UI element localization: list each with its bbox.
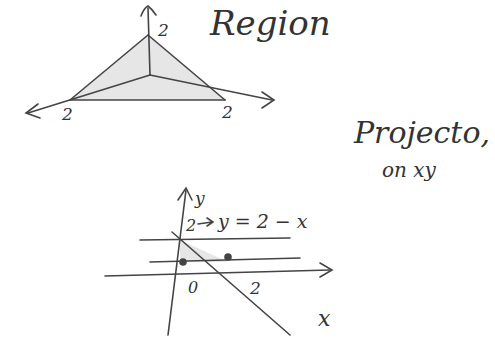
region-edge [70, 35, 148, 100]
sketch-label: Region [210, 6, 331, 40]
x-axis-3d [28, 75, 150, 113]
sketch-label: 2 [222, 104, 233, 121]
projection-shade [180, 240, 228, 262]
sketch-label: 0 [188, 280, 198, 296]
sketch-label: 2 [62, 106, 73, 123]
region-edge [148, 35, 225, 100]
y-axis-2d [168, 190, 186, 335]
y-arrowhead [262, 92, 274, 108]
region-shade [70, 35, 225, 100]
x-arrowhead [26, 104, 40, 118]
sketch-label: y = 2 − x [218, 212, 308, 231]
x-arrowhead-2d [320, 263, 332, 277]
dot [180, 259, 186, 265]
sketch-label: 2 [250, 280, 261, 297]
z-arrowhead [141, 6, 156, 16]
sketch-label: 2 [186, 218, 196, 234]
sketch-label: y [195, 190, 205, 207]
y-arrowhead-2d [178, 188, 192, 200]
dot [225, 254, 231, 260]
sketch-label: on xy [382, 160, 436, 180]
sketch-label: 2 [158, 22, 169, 39]
z-axis [148, 8, 150, 75]
horizontal-line [140, 238, 290, 240]
region-edge [70, 99, 225, 101]
sketch-label: x [318, 308, 330, 330]
pointer-arrow [198, 218, 213, 226]
sketch-label: Projecto, [354, 118, 490, 148]
line-y-2-x [172, 232, 290, 335]
